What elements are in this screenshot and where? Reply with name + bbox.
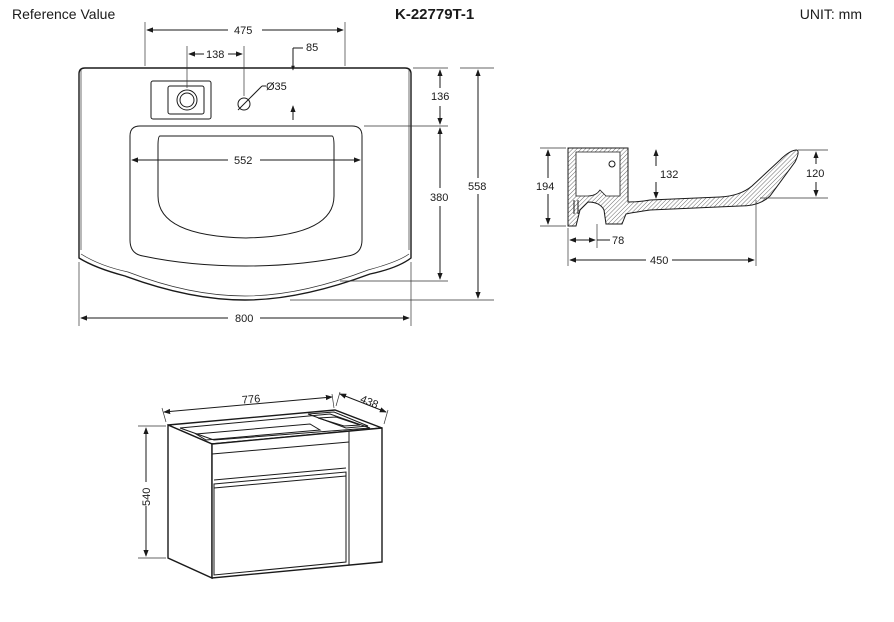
dim-552: 552 [234,155,252,167]
dim-120: 120 [806,168,824,180]
dim-194: 194 [536,181,554,193]
tap-hole [237,97,251,111]
side-section-dimensions: 194 132 120 78 450 [536,147,828,267]
dim-540: 540 [141,488,153,506]
dim-138: 138 [206,49,224,61]
faucet-deck-box [150,80,212,120]
basin-top-view [78,67,412,301]
dim-800: 800 [235,313,253,325]
dim-558: 558 [468,181,486,193]
top-view-dimensions: 475 138 85 Ø35 136 380 558 [78,22,494,326]
dim-132: 132 [660,169,678,181]
basin-side-section [567,147,799,227]
model-number: K-22779T-1 [395,6,475,23]
reference-value-label: Reference Value [12,6,116,22]
vanity-cabinet-view [167,409,383,580]
dim-diameter-35: Ø35 [266,81,287,93]
dim-78: 78 [612,235,624,247]
dim-450: 450 [650,255,668,267]
dim-85: 85 [306,42,318,54]
dim-136: 136 [431,91,449,103]
dim-475: 475 [234,25,252,37]
unit-label: UNIT: mm [799,6,862,22]
dim-776: 776 [242,393,261,407]
dim-380: 380 [430,192,448,204]
